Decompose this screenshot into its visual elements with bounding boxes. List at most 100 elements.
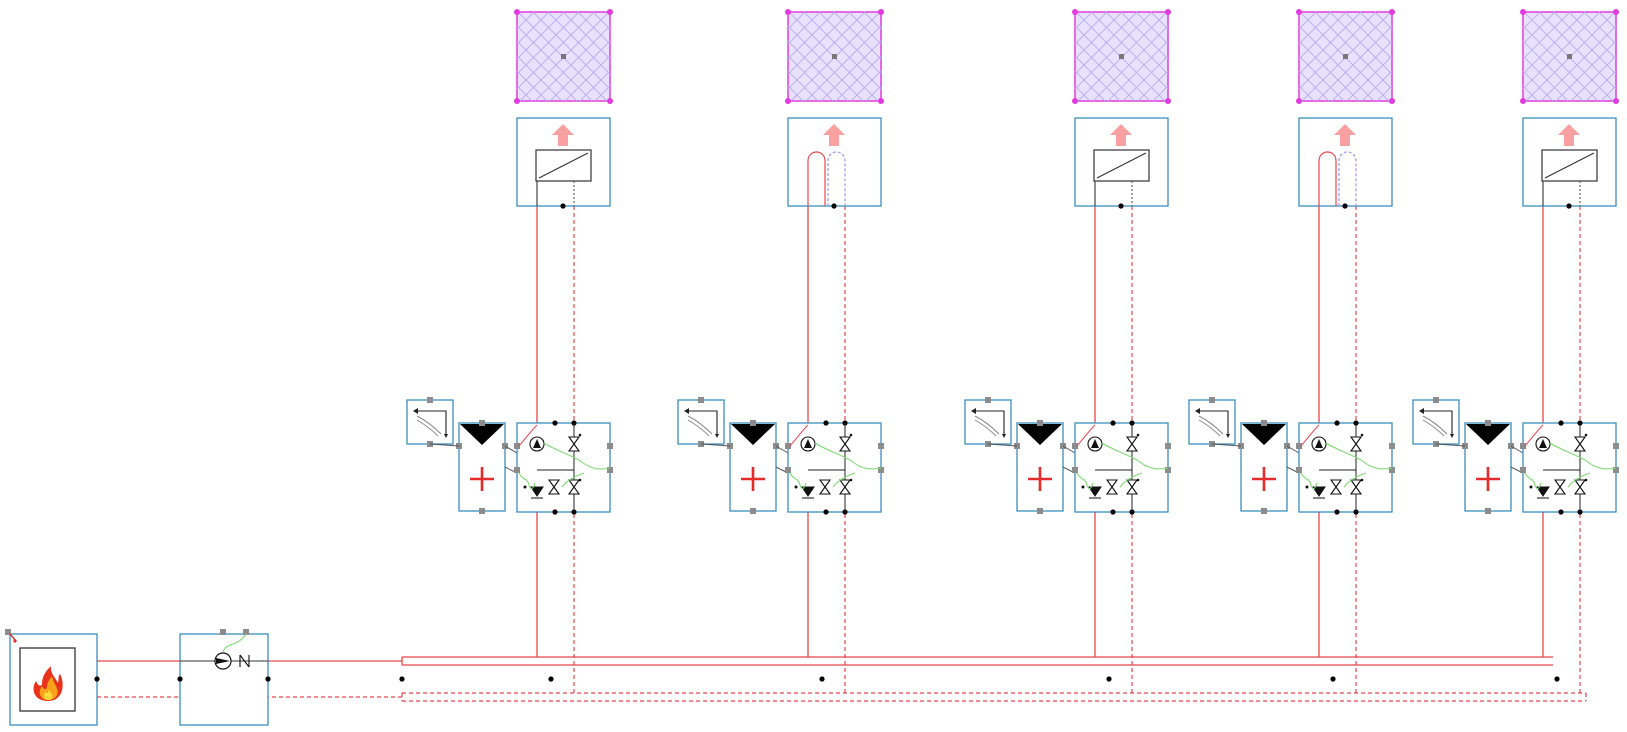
signal-wire xyxy=(1325,442,1393,470)
hatch-line xyxy=(1522,40,1584,102)
thermostat-frame xyxy=(1420,410,1453,436)
thermostat-frame xyxy=(685,410,718,436)
heating-zone[interactable] xyxy=(1520,9,1619,104)
station-box[interactable] xyxy=(1522,422,1617,513)
zone-corner-handle[interactable] xyxy=(1296,98,1302,104)
heating-branch[interactable] xyxy=(1188,9,1395,515)
controller-icon[interactable] xyxy=(429,420,518,514)
zone-corner-handle[interactable] xyxy=(1389,9,1395,15)
junction-node xyxy=(1110,509,1116,515)
radiator[interactable] xyxy=(516,117,611,209)
main-distribution xyxy=(97,656,1587,702)
thermostat-icon[interactable] xyxy=(1188,397,1236,447)
underfloor-heating[interactable] xyxy=(1298,117,1393,209)
boiler[interactable] xyxy=(5,629,100,726)
thermostat-icon[interactable] xyxy=(964,397,1012,447)
zone-corner-handle[interactable] xyxy=(607,9,613,15)
heat-arrow-icon xyxy=(552,124,574,146)
junction-node xyxy=(819,676,825,682)
pump-icon xyxy=(800,436,816,452)
main-pump-box[interactable] xyxy=(179,633,269,726)
main-pump[interactable] xyxy=(177,629,271,726)
signal-wire xyxy=(518,472,536,490)
controller-icon[interactable] xyxy=(987,420,1076,514)
zone-corner-handle[interactable] xyxy=(1296,9,1302,15)
hatch-line xyxy=(1298,55,1345,102)
zone-corner-handle[interactable] xyxy=(1165,9,1171,15)
hatch-line xyxy=(787,40,849,102)
zone-corner-handle[interactable] xyxy=(785,9,791,15)
thermostat-box[interactable] xyxy=(677,399,725,445)
zone-corner-handle[interactable] xyxy=(514,98,520,104)
station-box[interactable] xyxy=(1074,422,1169,513)
zone-corner-handle[interactable] xyxy=(1165,98,1171,104)
hatch-line xyxy=(1600,85,1617,102)
zone-corner-handle[interactable] xyxy=(514,9,520,15)
zone-corner-handle[interactable] xyxy=(1072,98,1078,104)
zone-corner-handle[interactable] xyxy=(785,98,791,104)
zone-corner-handle[interactable] xyxy=(1613,9,1619,15)
controller-plus xyxy=(1476,467,1500,491)
zone-corner-handle[interactable] xyxy=(1072,9,1078,15)
hatch-line xyxy=(1074,11,1123,60)
zone-corner-handle[interactable] xyxy=(1389,98,1395,104)
radiator[interactable] xyxy=(1522,117,1617,209)
station-box[interactable] xyxy=(787,422,882,513)
zone-center-handle[interactable] xyxy=(1567,54,1572,59)
junction-node xyxy=(1554,676,1560,682)
thermostat-arrow xyxy=(1450,434,1454,438)
zone-center-handle[interactable] xyxy=(561,54,566,59)
port xyxy=(1433,397,1439,403)
thermostat-icon[interactable] xyxy=(677,397,725,447)
zone-center-handle[interactable] xyxy=(1343,54,1348,59)
thermostat-icon[interactable] xyxy=(1412,397,1460,447)
heating-branch[interactable] xyxy=(1412,9,1619,515)
pump-valve-station[interactable] xyxy=(514,420,613,515)
port xyxy=(5,629,11,635)
pump-valve-station[interactable] xyxy=(785,420,884,515)
thermostat-curve xyxy=(687,415,713,437)
hatch-line xyxy=(594,85,611,102)
pump-valve-station[interactable] xyxy=(1520,420,1619,515)
hatch-line xyxy=(516,25,593,102)
controller-sun-shade xyxy=(731,424,775,445)
station-box[interactable] xyxy=(516,422,611,513)
zone-corner-handle[interactable] xyxy=(1520,98,1526,104)
zone-corner-handle[interactable] xyxy=(1520,9,1526,15)
junction-node xyxy=(552,420,558,426)
control-link xyxy=(700,443,731,447)
zone-center-handle[interactable] xyxy=(832,54,837,59)
underfloor-heating[interactable] xyxy=(787,117,882,209)
heating-zone[interactable] xyxy=(1072,9,1171,104)
zone-center-handle[interactable] xyxy=(1119,54,1124,59)
hatch-line xyxy=(1137,70,1169,102)
pump-valve-station[interactable] xyxy=(1296,420,1395,515)
port xyxy=(1165,467,1171,473)
heating-zone[interactable] xyxy=(514,9,613,104)
zone-corner-handle[interactable] xyxy=(607,98,613,104)
hatch-line xyxy=(863,11,882,30)
hatch-line xyxy=(787,55,834,102)
controller-icon[interactable] xyxy=(1435,420,1524,514)
pump-triangle xyxy=(533,439,541,448)
hatch-line xyxy=(547,11,611,75)
radiator[interactable] xyxy=(1074,117,1169,209)
hatch-line xyxy=(1522,11,1601,90)
heating-branch[interactable] xyxy=(677,9,884,515)
thermostat-icon[interactable] xyxy=(406,397,454,447)
pump-valve-station[interactable] xyxy=(1072,420,1171,515)
zone-corner-handle[interactable] xyxy=(878,98,884,104)
port xyxy=(985,397,991,403)
heating-zone[interactable] xyxy=(1296,9,1395,104)
controller-icon[interactable] xyxy=(700,420,789,514)
heating-branch[interactable] xyxy=(406,9,613,515)
station-box[interactable] xyxy=(1298,422,1393,513)
heating-zone[interactable] xyxy=(785,9,884,104)
heating-branch[interactable] xyxy=(964,9,1171,515)
zone-corner-handle[interactable] xyxy=(878,9,884,15)
port xyxy=(243,629,249,635)
controller-icon[interactable] xyxy=(1211,420,1300,514)
port xyxy=(1613,467,1619,473)
zone-corner-handle[interactable] xyxy=(1613,98,1619,104)
hatch-line xyxy=(1298,11,1317,30)
